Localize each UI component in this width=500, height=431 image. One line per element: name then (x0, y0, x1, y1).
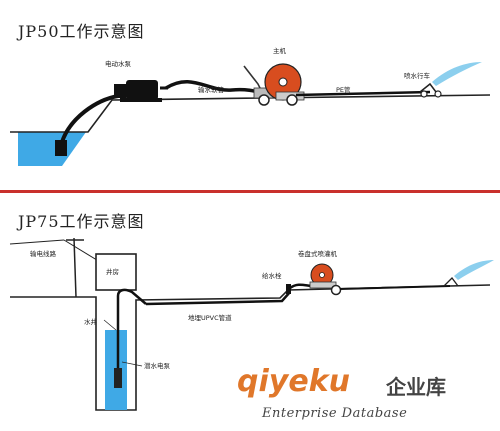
pond-water (18, 132, 86, 166)
leader-pump (121, 361, 143, 367)
label-pe-pipe: PE管 (336, 86, 351, 94)
hydrant-hose (289, 283, 313, 290)
pe-pipe (295, 90, 431, 97)
watermark-brand: qiyeku (237, 364, 350, 399)
watermark-cn: 企业库 (386, 375, 446, 399)
submersible-pump-icon (114, 368, 122, 388)
label-submersible-pump: 潜水电泵 (144, 362, 170, 370)
field-pipe (339, 285, 451, 290)
sprinkler-cart-icon (419, 62, 482, 98)
label-upvc-pipe: 地埋UPVC管道 (188, 314, 232, 322)
label-reel-irrigator: 卷盘式喷灌机 (298, 250, 337, 258)
section-divider (0, 190, 500, 193)
label-power-line: 输电线路 (30, 250, 56, 258)
label-well: 水井 (84, 318, 97, 326)
riser-pipe (116, 288, 147, 388)
label-sprinkler-cart: 喷水行车 (404, 72, 430, 80)
hydrant-icon (286, 284, 291, 294)
label-hydrant: 给水栓 (262, 272, 282, 280)
pipe-inlet (55, 140, 67, 156)
label-main-unit: 主机 (273, 47, 286, 55)
label-pump-house: 井房 (106, 268, 119, 276)
suction-pipe (60, 94, 119, 143)
jp75-title: JP75工作示意图 (18, 212, 145, 231)
pump-house-box (95, 253, 137, 291)
label-electric-pump: 电动水泵 (105, 60, 131, 68)
leader-well (103, 319, 117, 331)
power-line-icon (9, 237, 111, 298)
reel-irrigator-icon (309, 263, 342, 296)
upvc-pipe (145, 291, 291, 306)
sprinkler-cart-bottom-icon (443, 260, 494, 287)
jp50-title: JP50工作示意图 (18, 22, 145, 41)
watermark-en: Enterprise Database (262, 406, 408, 421)
label-hose: 输水软管 (198, 86, 224, 94)
main-unit-reel-icon (243, 63, 305, 106)
electric-pump-icon (114, 80, 168, 102)
